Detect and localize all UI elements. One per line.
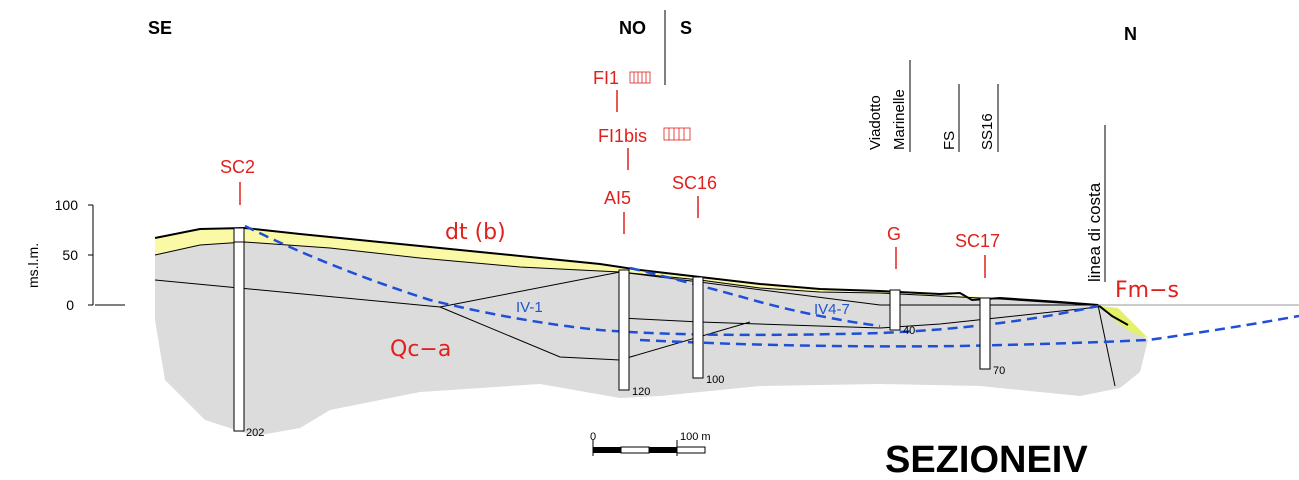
borehole-sc17-depth: 70 (993, 365, 1005, 377)
y-tick-0: 0 (66, 297, 74, 313)
viadotto-label-line2: Marinelle (891, 89, 908, 150)
fi1bis-hatch-icon (663, 127, 691, 141)
viadotto-label-line1: Viadotto (867, 95, 884, 150)
coast-label: linea di costa (1085, 182, 1104, 282)
scale-bar: 0 100 m (590, 431, 711, 456)
y-axis: 100 50 0 ms.l.m. (25, 197, 94, 313)
borehole-ai5: 120 (618, 269, 650, 398)
compass-no: NO (619, 18, 646, 38)
scale-end-label: 100 m (680, 431, 711, 443)
compass-n: N (1124, 24, 1137, 44)
compass-s: S (680, 18, 692, 38)
water-table-iv1 (244, 224, 1099, 337)
borehole-sc17-label: SC17 (955, 231, 1000, 251)
borehole-sc2-depth: 202 (246, 427, 264, 439)
y-axis-label: ms.l.m. (25, 243, 41, 288)
bedrock-body (155, 242, 1148, 436)
borehole-fi1-label: FI1 (593, 68, 619, 88)
fi1-hatch-icon (629, 71, 651, 84)
water-table-iv47 (629, 266, 1299, 348)
borehole-g-depth: 40 (903, 325, 915, 337)
borehole-sc16-label: SC16 (672, 173, 717, 193)
scale-start-label: 0 (590, 431, 596, 443)
borehole-sc2: 202 (233, 227, 264, 439)
dt-cover (155, 228, 1098, 305)
geological-contacts (154, 271, 1116, 387)
fs-label: FS (941, 131, 958, 150)
borehole-fi1bis-label: FI1bis (598, 126, 647, 146)
borehole-sc17: 70 (979, 297, 1005, 377)
ss16-label: SS16 (979, 113, 996, 150)
borehole-ai5-label: AI5 (604, 188, 631, 208)
unit-dt-label: dt (b) (445, 220, 506, 245)
y-tick-100: 100 (55, 197, 79, 213)
y-tick-50: 50 (62, 247, 78, 263)
borehole-ai5-depth: 120 (632, 386, 650, 398)
unit-fm-label: Fm−s (1115, 278, 1179, 303)
compass-se: SE (148, 18, 172, 38)
water-table-iv47-label: IV4-7 (814, 301, 850, 318)
section-title: SEZIONEIV (885, 439, 1088, 480)
borehole-sc16-depth: 100 (706, 374, 724, 386)
unit-qc-label: Qc−a (390, 337, 451, 362)
borehole-g-label: G (887, 224, 901, 244)
borehole-g: 40 (889, 289, 915, 337)
borehole-sc16: 100 (692, 276, 724, 386)
borehole-sc2-label: SC2 (220, 157, 255, 177)
water-table-iv1-label: IV-1 (516, 299, 543, 316)
